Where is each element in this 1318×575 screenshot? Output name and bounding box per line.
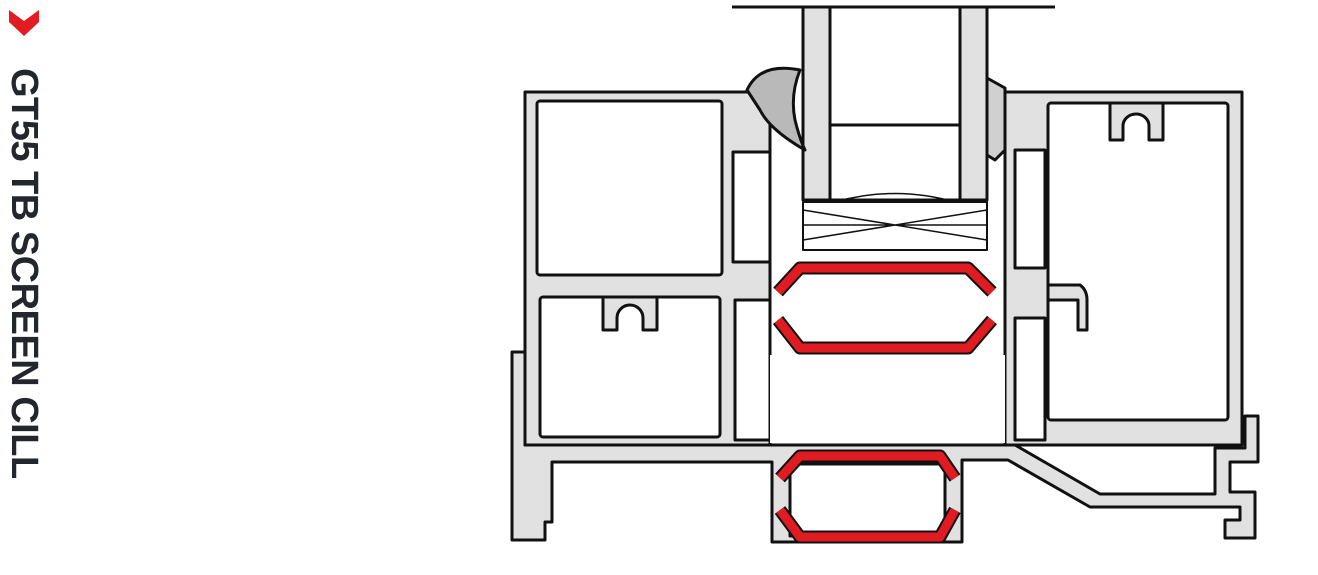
centre-cavity xyxy=(770,355,1005,443)
glass-inner-gap xyxy=(828,5,962,202)
left-screw-port xyxy=(601,295,659,332)
sill-profile xyxy=(510,350,1260,544)
glass-pane-right xyxy=(958,5,989,202)
gasket-left xyxy=(745,66,807,152)
thermal-break-upper xyxy=(772,261,997,355)
sill-cavity xyxy=(788,462,947,538)
setting-block xyxy=(802,201,988,251)
glass-pane-left xyxy=(801,5,832,202)
gasket-right xyxy=(985,76,1007,162)
left-slot-lower xyxy=(733,298,772,442)
product-title: GT55 TB SCREEN CILL xyxy=(3,68,45,479)
right-slot-upper xyxy=(1013,148,1047,270)
right-chamber xyxy=(1046,101,1230,422)
right-screw-port xyxy=(1108,101,1165,142)
left-slot-upper xyxy=(731,150,772,264)
left-lower-chamber xyxy=(538,295,722,439)
left-upper-chamber xyxy=(535,99,724,277)
right-hook xyxy=(1046,283,1089,332)
thermal-break-lower xyxy=(774,449,961,544)
chevron-down-icon xyxy=(9,10,39,36)
right-slot-lower xyxy=(1013,316,1047,442)
